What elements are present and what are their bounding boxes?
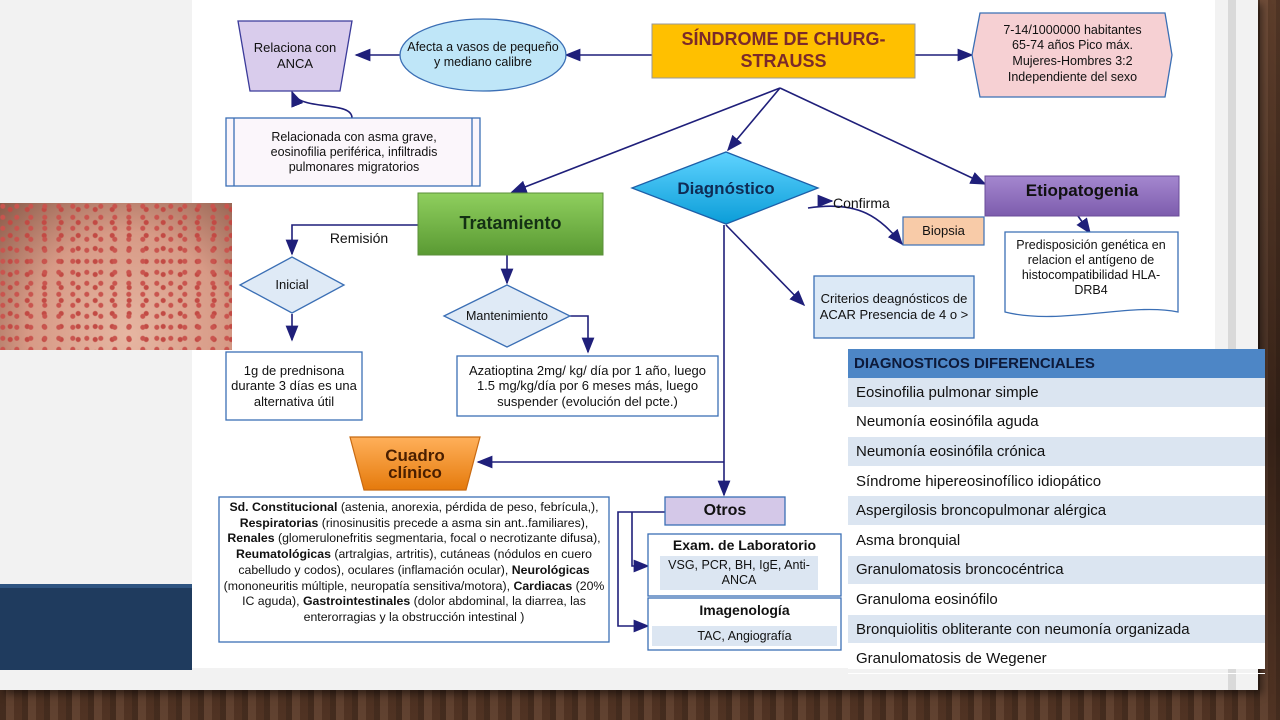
ddx-row: Granulomatosis broncocéntrica <box>848 555 1265 586</box>
vessels-ellipse <box>399 18 567 92</box>
arrow-azatioprina <box>570 315 595 354</box>
anca-trapezoid <box>237 20 353 92</box>
epi-line: 65-74 años Pico máx. <box>1012 38 1133 53</box>
arrow-asthma-anca <box>291 90 353 119</box>
lab-title: Exam. de Laboratorio <box>672 536 817 553</box>
ddx-row: Asma bronquial <box>848 526 1265 556</box>
epi-line: Independiente del sexo <box>1007 69 1138 84</box>
ddx-row: Granuloma eosinófilo <box>848 585 1265 615</box>
arrow-title-tratamiento <box>510 87 781 193</box>
tratamiento-shape <box>417 192 604 256</box>
epi-shape <box>971 12 1173 98</box>
anca-label: Relaciona con ANCA <box>253 40 337 71</box>
hla-shape <box>1004 231 1179 318</box>
navy-block <box>0 588 192 670</box>
clinical-item: Sd. Constitucional (astenia, anorexia, p… <box>229 500 599 514</box>
clinical-shape <box>218 496 610 643</box>
clinical-item: Respiratorias (rinosinusitis precede a a… <box>239 515 589 530</box>
clinical-item: Renales (glomerulonefritis segmentaria, … <box>227 531 601 546</box>
azatioprina-shape <box>456 355 719 417</box>
inicial-diamond <box>238 256 346 314</box>
inicial-label: Inicial <box>275 277 309 293</box>
criterios-shape <box>813 275 975 339</box>
mantenimiento-diamond <box>442 284 572 348</box>
prednisona-label: 1g de prednisona durante 3 días es una a… <box>231 362 357 409</box>
epi-line: 7-14/1000000 habitantes <box>1003 22 1142 37</box>
img-title: Imagenología <box>699 601 790 618</box>
confirma-label: Confirma <box>833 194 890 211</box>
etio-shape <box>984 175 1180 217</box>
diagnostico-label: Diagnóstico <box>677 178 775 198</box>
biopsia-shape <box>902 216 985 246</box>
clinical-text: Sd. Constitucional (astenia, anorexia, p… <box>223 500 605 640</box>
img-inner <box>652 626 837 646</box>
arrow-imagen <box>617 511 665 633</box>
tratamiento-label: Tratamiento <box>459 213 562 234</box>
epi-line: Mujeres-Hombres 3:2 <box>1012 54 1133 68</box>
epi-box: 7-14/1000000 habitantes 65-74 años Pico … <box>980 20 1165 88</box>
criterios-label: Criterios deagnósticos de ACAR Presencia… <box>819 291 969 322</box>
asthma-box <box>225 117 481 187</box>
arrow-title-diagnostico <box>726 87 781 152</box>
ddx-row: Neumonía eosinófila crónica <box>848 437 1265 467</box>
ddx-row: Eosinofilia pulmonar simple <box>848 378 1265 408</box>
otros-label: Otros <box>703 502 747 520</box>
clinical-item: Cardiacas (20% IC aguda), <box>242 578 605 609</box>
arrow-title-etio <box>779 87 987 185</box>
ddx-row: Granulomatosis de Wegener <box>848 644 1265 674</box>
cuadro-label: Cuadro clínico <box>385 446 445 482</box>
ddx-row: Aspergilosis broncopulmonar alérgica <box>848 496 1265 526</box>
clinical-item: Gastrointestinales (dolor abdominal, la … <box>302 594 586 625</box>
cuadro-shape <box>349 436 481 491</box>
title-label: SÍNDROME DE CHURG-STRAUSS <box>681 29 886 71</box>
otros-shape <box>664 496 786 526</box>
title-box-shape <box>651 23 916 79</box>
arrow-etio-hla <box>1076 215 1091 235</box>
ddx-row: Neumonía eosinófila aguda <box>848 408 1265 438</box>
etio-label: Etiopatogenia <box>1025 180 1139 200</box>
skin-rash-photo <box>0 203 232 350</box>
diagnostico-diamond <box>630 151 820 225</box>
asthma-label: Relacionada con asma grave, eosinofilia … <box>270 129 438 174</box>
ddx-table: DIAGNOSTICOS DIFERENCIALES Eosinofilia p… <box>848 349 1265 674</box>
azatioprina-label: Azatioptina 2mg/ kg/ día por 1 año, lueg… <box>468 362 707 409</box>
biopsia-label: Biopsia <box>922 223 965 239</box>
arrow-criterios <box>725 224 806 307</box>
accent-bar <box>0 584 192 588</box>
lab-inner <box>660 556 818 590</box>
img-body: TAC, Angiografía <box>697 628 792 643</box>
vessels-label: Afecta a vasos de pequeño y mediano cali… <box>407 40 559 69</box>
arrow-biopsia <box>807 205 904 246</box>
ddx-row: Síndrome hipereosinofílico idiopático <box>848 467 1265 497</box>
remision-label: Remisión <box>329 229 389 246</box>
slide-right-border <box>1228 0 1236 690</box>
mantenimiento-label: Mantenimiento <box>466 308 548 323</box>
ddx-row: Bronquiolitis obliterante con neumonía o… <box>848 614 1265 645</box>
prednisona-shape <box>225 351 363 421</box>
arrow-remision <box>285 224 418 256</box>
arrow-lab <box>631 512 650 573</box>
hla-label: Predisposición genética en relacion el a… <box>1016 238 1166 297</box>
clinical-item: Neurológicas (mononeuritis múltiple, neu… <box>223 562 590 593</box>
ddx-header: DIAGNOSTICOS DIFERENCIALES <box>848 349 1265 378</box>
lab-body: VSG, PCR, BH, IgE, Anti-ANCA <box>668 558 810 587</box>
clinical-item: Reumatológicas (artralgias, artritis), c… <box>235 547 593 577</box>
